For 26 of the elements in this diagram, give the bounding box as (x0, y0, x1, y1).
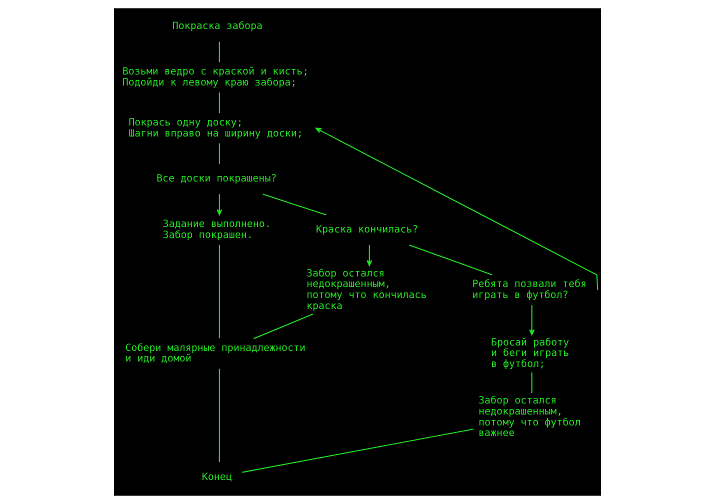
connector (218, 42, 220, 62)
connector (408, 244, 492, 276)
connector (218, 143, 220, 164)
connector (262, 194, 326, 216)
node-text: Забор остался недокрашенным, потому что футбол важнее (478, 396, 581, 440)
node-text: Забор остался недокрашенным, потому что кончилась краска (306, 268, 427, 312)
node-text: Краска кончилась? (316, 224, 418, 236)
node-text: Бросай работу и беги играть в футбол; (491, 337, 570, 370)
connector (218, 92, 220, 114)
connector (218, 368, 220, 462)
node-text: Покраска забора (172, 21, 262, 32)
node-text: Собери малярные принадлежности и иди домой (125, 342, 306, 365)
connector (242, 428, 474, 473)
node-text: Задание выполнено. Забор покрашен. (162, 219, 271, 241)
node-text: Ребята позвали тебя играть в футбол? (472, 279, 586, 301)
connector (253, 314, 314, 340)
arrow (316, 128, 598, 290)
arrow (529, 305, 535, 336)
connector (218, 245, 220, 338)
node-text: Возьми ведро с краской и кисть; Подойди к левому краю забора; (122, 66, 309, 88)
connector (531, 372, 532, 394)
arrow (366, 245, 372, 266)
node-text: Конец (202, 472, 232, 483)
node-text: Покрась одну доску; Шагни вправо на ширину доски; (128, 117, 303, 140)
node-text: Все доски покрашены? (156, 174, 277, 185)
arrow (216, 194, 222, 216)
